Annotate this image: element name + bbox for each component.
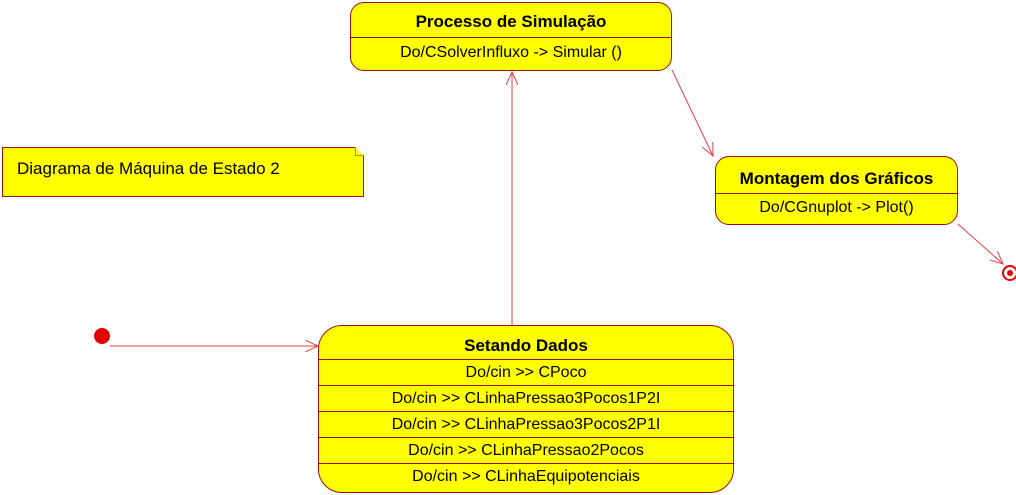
- note-folded-corner: [355, 147, 364, 156]
- transition-montagem-to-final: [957, 223, 1003, 264]
- state-action: Do/cin >> CLinhaEquipotenciais: [319, 463, 733, 489]
- state-action: Do/CSolverInfluxo -> Simular (): [351, 37, 671, 70]
- final-state-node: [1002, 265, 1016, 281]
- note-text: Diagrama de Máquina de Estado 2: [17, 159, 280, 178]
- transition-processo-to-montagem: [671, 69, 713, 156]
- state-action: Do/cin >> CLinhaPressao2Pocos: [319, 437, 733, 463]
- state-title: Processo de Simulação: [415, 12, 607, 31]
- state-action: Do/cin >> CLinhaPressao3Pocos2P1I: [319, 411, 733, 437]
- diagram-note: Diagrama de Máquina de Estado 2: [2, 147, 364, 197]
- state-montagem-dos-graficos[interactable]: Montagem dos Gráficos Do/CGnuplot -> Plo…: [715, 156, 958, 225]
- initial-state-node: [94, 328, 110, 344]
- state-action: Do/CGnuplot -> Plot(): [716, 193, 957, 224]
- state-processo-de-simulacao[interactable]: Processo de Simulação Do/CSolverInfluxo …: [350, 2, 672, 71]
- state-title: Montagem dos Gráficos: [739, 169, 934, 188]
- state-action: Do/cin >> CLinhaPressao3Pocos1P2I: [319, 385, 733, 411]
- state-title: Setando Dados: [464, 336, 588, 355]
- state-action: Do/cin >> CPoco: [319, 359, 733, 385]
- state-setando-dados[interactable]: Setando Dados Do/cin >> CPoco Do/cin >> …: [318, 325, 734, 493]
